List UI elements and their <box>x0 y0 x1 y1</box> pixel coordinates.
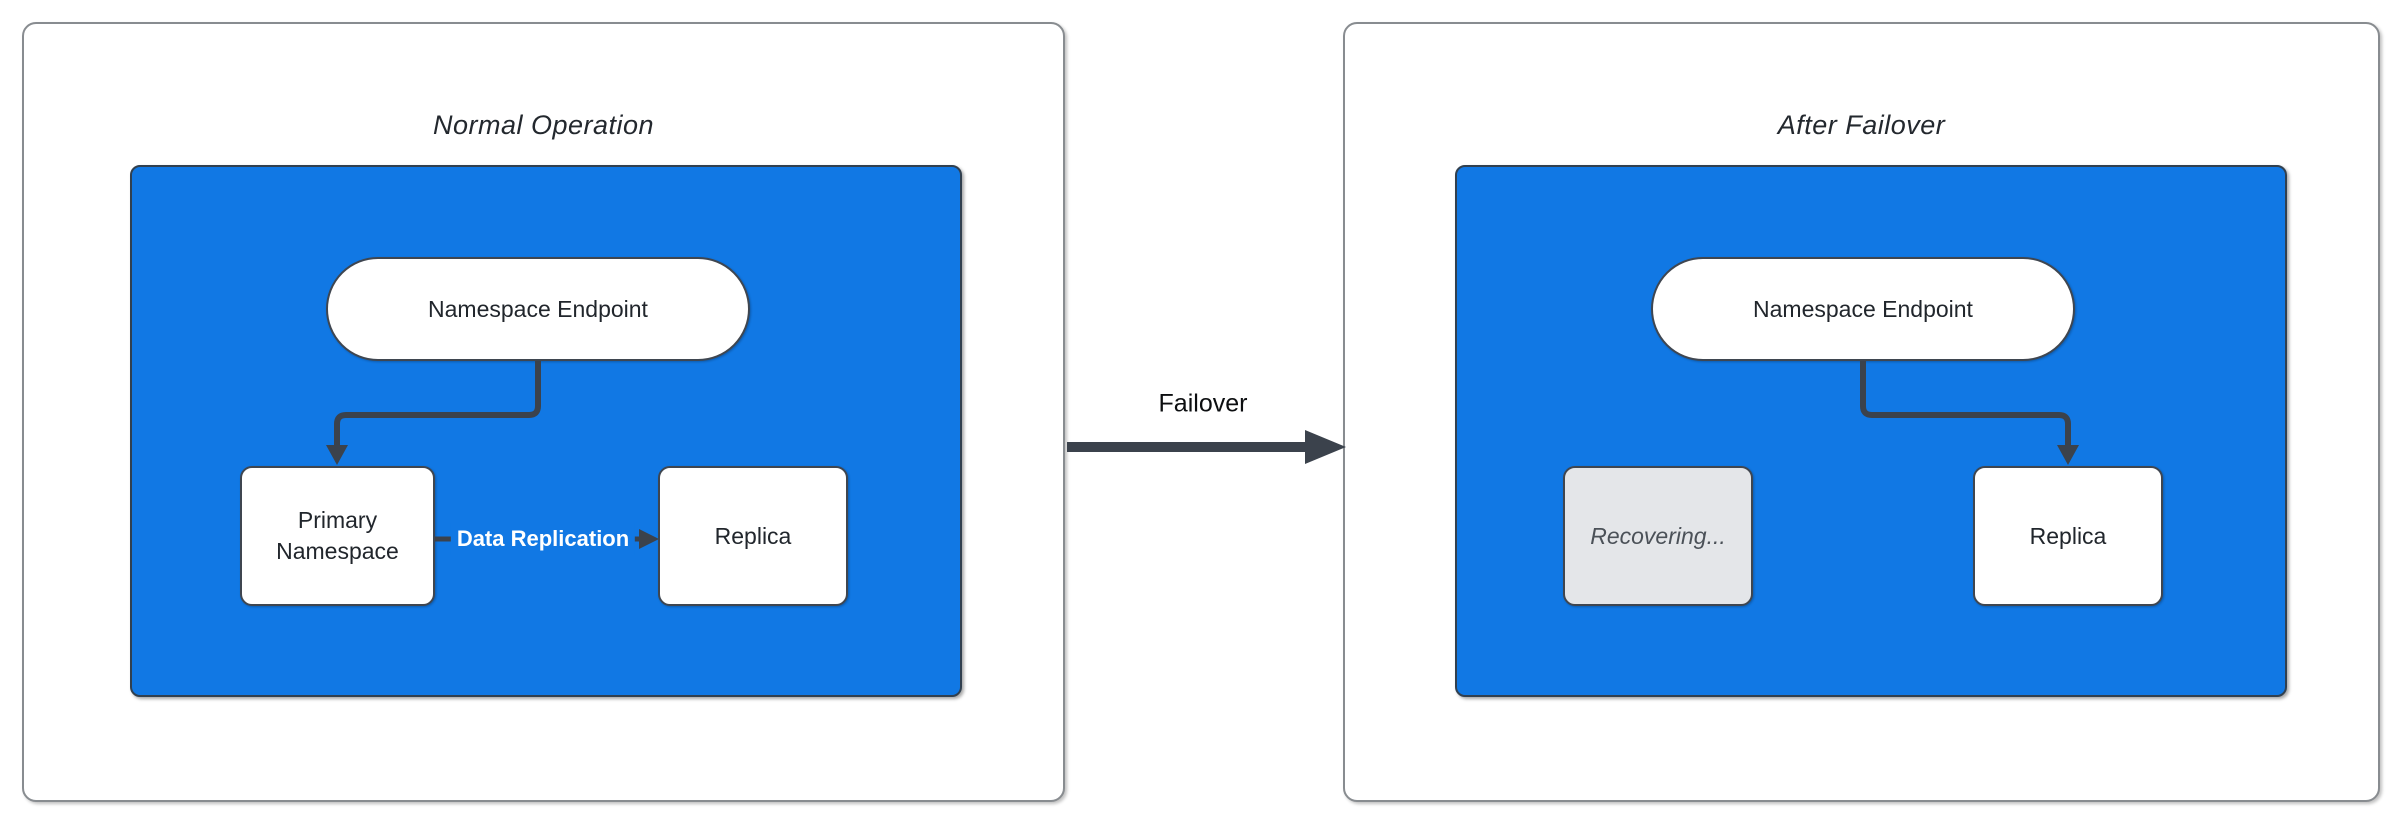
failover-arrow <box>1067 430 1346 464</box>
recovering-node: Recovering... <box>1563 466 1753 606</box>
normal-operation-title: Normal Operation <box>432 110 655 140</box>
normal-operation-container <box>130 165 962 697</box>
data-replication-label: Data Replication <box>450 523 636 555</box>
primary-namespace-node: Primary Namespace <box>240 466 435 606</box>
replica-node-right: Replica <box>1973 466 2163 606</box>
after-failover-container <box>1455 165 2287 697</box>
namespace-endpoint-node-right: Namespace Endpoint <box>1651 257 2075 361</box>
failover-label: Failover <box>1158 389 1248 418</box>
replica-node-left: Replica <box>658 466 848 606</box>
after-failover-title: After Failover <box>1777 110 1946 140</box>
namespace-endpoint-node-left: Namespace Endpoint <box>326 257 750 361</box>
